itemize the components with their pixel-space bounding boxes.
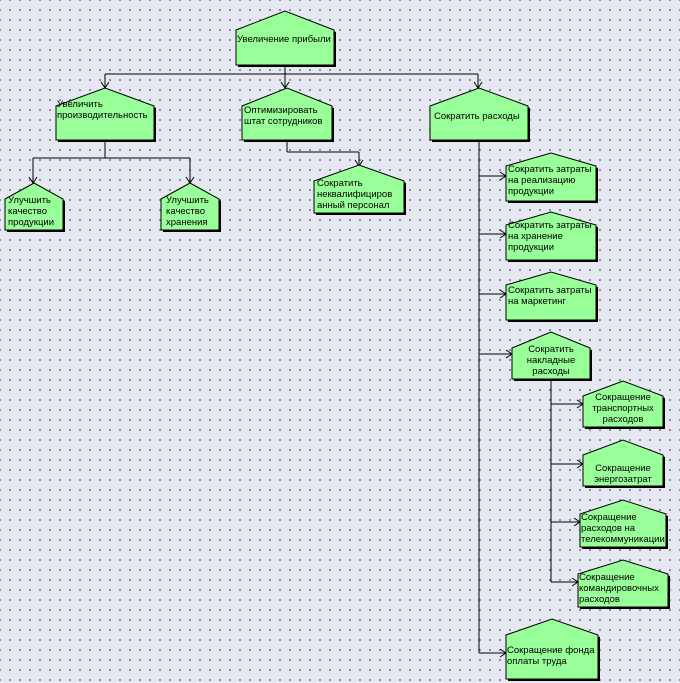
node-label-line: Улучшить xyxy=(8,195,51,206)
node-label-line: неквалифициров xyxy=(317,189,392,200)
node-label-line: оплаты труда xyxy=(507,656,567,667)
node-costs: Сократить расходы xyxy=(429,87,530,142)
node-label-line: продукции xyxy=(508,186,554,197)
node-label-line: производительность xyxy=(57,110,148,121)
node-label-line: Сокращение фонда xyxy=(507,645,595,656)
node-label-line: командировочных xyxy=(579,583,659,594)
node-label: Увеличение прибыли xyxy=(237,34,331,45)
node-label-line: накладные xyxy=(527,355,576,366)
node-label-line: качество xyxy=(8,206,47,217)
node-label-line: Сокращение xyxy=(581,512,637,523)
node-label-line: Сократить xyxy=(317,178,363,189)
node-label-line: Сократить расходы xyxy=(434,111,520,122)
node-label-line: расходов xyxy=(603,414,644,425)
node-label-line: телекоммуникации xyxy=(581,534,665,545)
node-label-line: Оптимизировать xyxy=(244,105,318,116)
node-label-line: Сократить затраты xyxy=(508,220,592,231)
node-shape xyxy=(582,439,664,487)
node-shape xyxy=(505,271,597,321)
node-shape xyxy=(241,87,333,141)
node-shape xyxy=(579,499,667,548)
node-label-line: Сокращение xyxy=(579,572,635,583)
node-label-line: на хранение xyxy=(508,231,563,242)
node-label-line: Увеличение прибыли xyxy=(237,34,331,45)
node-label: Сократить расходы xyxy=(434,111,520,122)
node-label-line: Сокращение xyxy=(595,463,651,474)
node-label-line: на реализацию xyxy=(508,175,575,186)
node-shape xyxy=(505,152,597,202)
node-label-line: Сократить затраты xyxy=(508,285,592,296)
node-shape xyxy=(505,211,597,261)
node-label-line: расходов на xyxy=(581,523,636,534)
node-label-line: расходы xyxy=(532,366,570,377)
node-label-line: качество xyxy=(166,206,205,217)
node-label-line: продукции xyxy=(8,217,54,228)
node-label-line: продукции xyxy=(508,242,554,253)
node-shape xyxy=(160,182,220,231)
node-label-line: штат сотрудников xyxy=(244,116,323,127)
edges xyxy=(28,65,584,658)
node-label-line: расходов xyxy=(579,594,620,605)
node-label-line: Сокращение xyxy=(595,392,651,403)
node-label-line: на маркетинг xyxy=(508,296,566,307)
node-label-line: Сократить затраты xyxy=(508,164,592,175)
node-shape xyxy=(429,87,529,141)
node-label-line: хранения xyxy=(166,217,208,228)
node-shape xyxy=(511,331,591,380)
node-label-line: анный персонал xyxy=(317,200,389,211)
node-shape xyxy=(577,559,669,608)
node-shape xyxy=(313,164,405,214)
node-shape xyxy=(55,87,155,141)
node-label-line: Увеличить xyxy=(57,99,103,110)
node-shape xyxy=(582,380,664,428)
node-label-line: энергозатрат xyxy=(594,474,652,485)
node-root: Увеличение прибыли xyxy=(235,10,336,67)
arrowhead xyxy=(280,81,290,89)
node-label-line: Улучшить xyxy=(166,195,209,206)
node-label-line: Сократить xyxy=(528,344,574,355)
node-shape xyxy=(505,618,599,680)
node-shape xyxy=(4,182,64,231)
node-shape xyxy=(235,10,335,66)
node-label-line: транспортных xyxy=(592,403,654,414)
